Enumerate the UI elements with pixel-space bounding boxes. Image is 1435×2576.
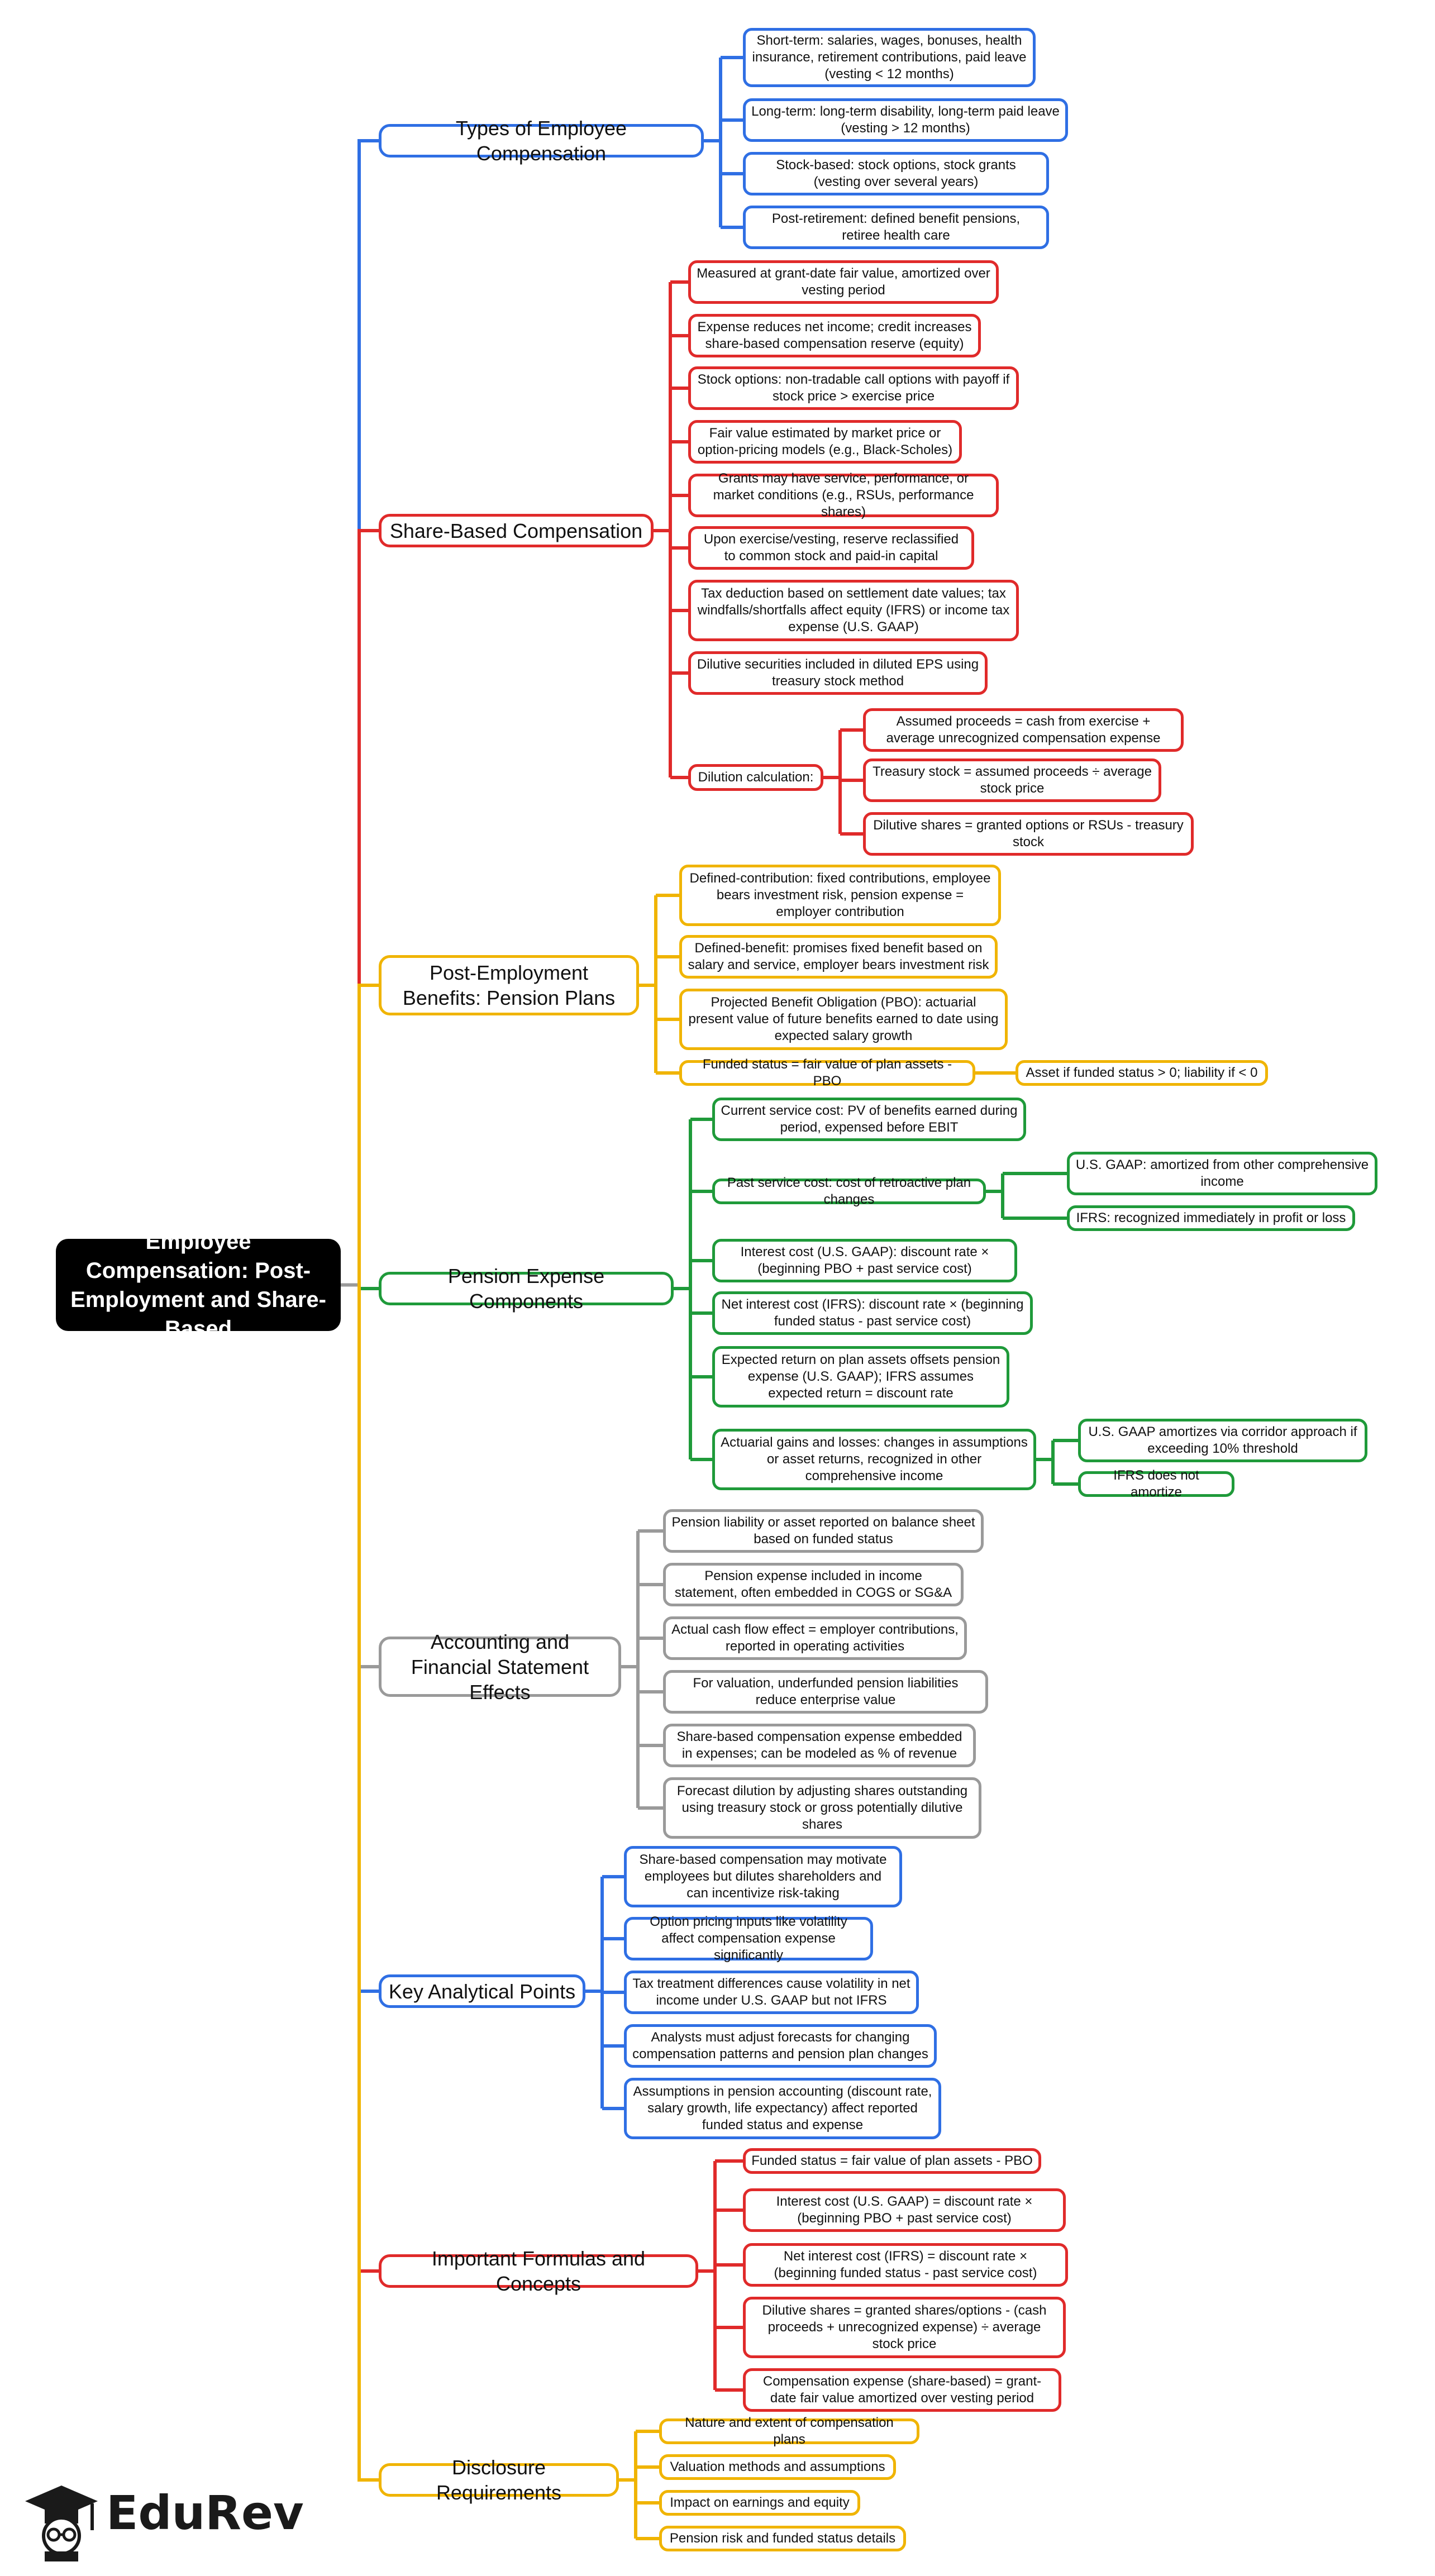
sub-topic: Funded status = fair value of plan asset… xyxy=(743,2148,1041,2174)
sub-topic: Defined-contribution: fixed contribution… xyxy=(679,865,1001,926)
branch-topic: Disclosure Requirements xyxy=(379,2456,619,2504)
sub-topic: Current service cost: PV of benefits ear… xyxy=(712,1098,1026,1141)
sub-topic: Dilutive securities included in diluted … xyxy=(688,651,988,695)
sub-topic: Forecast dilution by adjusting shares ou… xyxy=(663,1777,981,1839)
sub-topic: Pension expense included in income state… xyxy=(663,1563,964,1606)
sub-topic: For valuation, underfunded pension liabi… xyxy=(663,1670,988,1714)
sub-topic: Stock-based: stock options, stock grants… xyxy=(743,152,1049,195)
branch-topic: Types of Employee Compensation xyxy=(379,117,704,165)
sub-topic: Measured at grant-date fair value, amort… xyxy=(688,260,999,304)
sub-topic: Grants may have service, performance, or… xyxy=(688,471,999,519)
sub-topic: Upon exercise/vesting, reserve reclassif… xyxy=(688,526,974,570)
detail-topic: Assumed proceeds = cash from exercise + … xyxy=(863,708,1184,752)
branch-topic: Pension Expense Components xyxy=(379,1265,674,1313)
sub-topic: Tax deduction based on settlement date v… xyxy=(688,580,1019,641)
branch-topic: Post-Employment Benefits: Pension Plans xyxy=(379,955,639,1015)
sub-topic: Interest cost (U.S. GAAP) = discount rat… xyxy=(743,2188,1066,2232)
sub-topic: Expected return on plan assets offsets p… xyxy=(712,1346,1009,1408)
sub-topic: Share-based compensation may motivate em… xyxy=(624,1846,902,1907)
sub-topic: Nature and extent of compensation plans xyxy=(659,2415,919,2447)
sub-topic: Pension liability or asset reported on b… xyxy=(663,1509,984,1553)
sub-topic: Interest cost (U.S. GAAP): discount rate… xyxy=(712,1239,1017,1282)
detail-topic: U.S. GAAP: amortized from other comprehe… xyxy=(1067,1152,1377,1195)
sub-topic: Long-term: long-term disability, long-te… xyxy=(743,98,1068,142)
detail-topic: Treasury stock = assumed proceeds ÷ aver… xyxy=(863,759,1161,802)
sub-topic: Past service cost: cost of retroactive p… xyxy=(712,1175,986,1207)
sub-topic: Pension risk and funded status details xyxy=(659,2526,906,2551)
sub-topic: Funded status = fair value of plan asset… xyxy=(679,1057,975,1089)
branch-topic: Important Formulas and Concepts xyxy=(379,2247,698,2295)
edurev-logo: EduRev xyxy=(22,2480,304,2564)
sub-topic: Net interest cost (IFRS) = discount rate… xyxy=(743,2243,1068,2287)
sub-topic: Assumptions in pension accounting (disco… xyxy=(624,2078,941,2139)
sub-topic: Compensation expense (share-based) = gra… xyxy=(743,2368,1061,2412)
sub-topic: Post-retirement: defined benefit pension… xyxy=(743,206,1049,249)
sub-topic: Tax treatment differences cause volatili… xyxy=(624,1971,919,2014)
sub-topic: Share-based compensation expense embedde… xyxy=(663,1724,976,1767)
sub-topic: Stock options: non-tradable call options… xyxy=(688,366,1019,410)
sub-topic: Actual cash flow effect = employer contr… xyxy=(663,1616,967,1660)
sub-topic: Option pricing inputs like volatility af… xyxy=(624,1914,873,1963)
root-topic: Employee Compensation: Post-Employment a… xyxy=(56,1229,341,1341)
detail-topic: Dilutive shares = granted options or RSU… xyxy=(863,812,1194,856)
sub-topic: Valuation methods and assumptions xyxy=(659,2454,896,2480)
branch-topic: Share-Based Compensation xyxy=(379,514,654,547)
sub-topic: Short-term: salaries, wages, bonuses, he… xyxy=(743,28,1036,87)
detail-topic: IFRS: recognized immediately in profit o… xyxy=(1067,1205,1355,1231)
detail-topic: U.S. GAAP amortizes via corridor approac… xyxy=(1078,1419,1367,1462)
detail-topic: Asset if funded status > 0; liability if… xyxy=(1016,1060,1268,1086)
sub-topic: Dilution calculation: xyxy=(688,764,823,791)
graduation-cap-student-icon xyxy=(25,2486,98,2561)
sub-topic: Fair value estimated by market price or … xyxy=(688,420,962,464)
sub-topic: Analysts must adjust forecasts for chang… xyxy=(624,2024,937,2068)
sub-topic: Net interest cost (IFRS): discount rate … xyxy=(712,1291,1033,1335)
logo-text: EduRev xyxy=(106,2486,304,2540)
sub-topic: Actuarial gains and losses: changes in a… xyxy=(712,1429,1036,1490)
sub-topic: Expense reduces net income; credit incre… xyxy=(688,314,981,357)
sub-topic: Dilutive shares = granted shares/options… xyxy=(743,2297,1066,2358)
sub-topic: Defined-benefit: promises fixed benefit … xyxy=(679,935,998,979)
sub-topic: Projected Benefit Obligation (PBO): actu… xyxy=(679,989,1008,1050)
detail-topic: IFRS does not amortize xyxy=(1078,1468,1234,1500)
branch-topic: Accounting and Financial Statement Effec… xyxy=(379,1630,621,1704)
sub-topic: Impact on earnings and equity xyxy=(659,2490,860,2516)
branch-topic: Key Analytical Points xyxy=(379,1974,585,2008)
